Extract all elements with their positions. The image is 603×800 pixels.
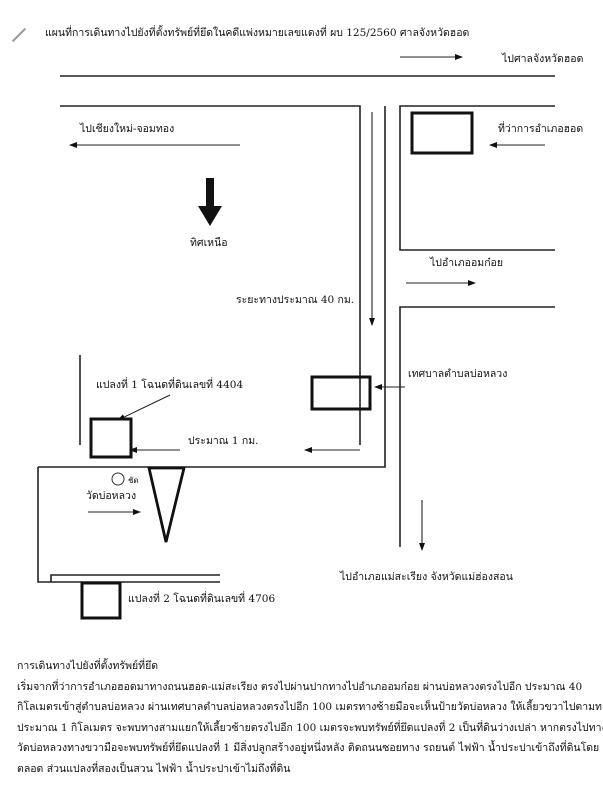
plot1-arrow <box>117 394 171 421</box>
directions-text: การเดินทางไปยังที่ตั้งทรัพย์ที่ยึด เริ่ม… <box>17 656 603 779</box>
branch-road-outer <box>37 467 220 583</box>
route-map: แผนที่การเดินทางไปยังที่ตั้งทรัพย์ที่ยึด… <box>37 25 583 620</box>
main-road-bottom-edge <box>38 106 386 468</box>
label-distance-40: ระยะทางประมาณ 40 กม. <box>236 294 354 306</box>
directions-line: วัดบ่อหลวงทางขวามือจะพบทรัพย์ที่ยึดแปลงท… <box>17 742 600 754</box>
directions-line: กิโลเมตรเข้าสู่ตำบลบ่อหลวง ผ่านเทศบาลตำบ… <box>17 701 603 713</box>
main-road-left-edge <box>60 105 361 445</box>
temple-circle-icon <box>111 472 125 486</box>
district-office-box <box>410 111 474 155</box>
temple-symbol: ชัด <box>128 476 139 485</box>
label-plot2: แปลงที่ 2 โฉนดที่ดินเลขที่ 4706 <box>128 591 275 605</box>
label-to-omkoi: ไปอำเภออมก๋อย <box>429 256 503 269</box>
label-municipality: เทศบาลตำบลบ่อหลวง <box>408 368 507 380</box>
municipality-box <box>310 375 372 411</box>
branch-road-inner <box>50 574 220 582</box>
directions-line: ประมาณ 1 กิโลเมตร จะพบทางสามแยกให้เลี้ยว… <box>17 721 603 734</box>
north-arrow-icon <box>198 206 222 226</box>
map-title: แผนที่การเดินทางไปยังที่ตั้งทรัพย์ที่ยึด… <box>45 25 469 39</box>
temple-triangle-icon <box>147 466 186 543</box>
label-district-office: ที่ว่าการอำเภอฮอด <box>498 121 583 135</box>
label-to-court: ไปศาลจังหวัดฮอด <box>501 52 583 65</box>
north-arrow-shaft <box>206 178 214 206</box>
directions-line: เริ่มจากที่ว่าการอำเภอฮอดมาทางถนนฮอด-แม่… <box>17 680 583 693</box>
directions-heading: การเดินทางไปยังที่ตั้งทรัพย์ที่ยึด <box>17 660 159 672</box>
right-road-lower <box>399 306 555 547</box>
plot1-box <box>89 417 133 459</box>
right-road-upper <box>399 105 555 251</box>
label-distance-1: ประมาณ 1 กม. <box>188 435 258 447</box>
label-to-maesariang: ไปอำเภอแม่สะเรียง จังหวัดแม่ฮ่องสอน <box>339 570 513 583</box>
label-to-chiangmai: ไปเชียงใหม่-จอมทอง <box>79 122 174 135</box>
label-north: ทิศเหนือ <box>190 236 228 249</box>
directions-line: ตลอด ส่วนแปลงที่สองเป็นสวน ไฟฟ้า น้ำประป… <box>17 762 291 775</box>
label-temple: วัดบ่อหลวง <box>86 490 136 502</box>
plot2-box <box>80 581 122 620</box>
label-plot1: แปลงที่ 1 โฉนดที่ดินเลขที่ 4404 <box>96 377 243 391</box>
